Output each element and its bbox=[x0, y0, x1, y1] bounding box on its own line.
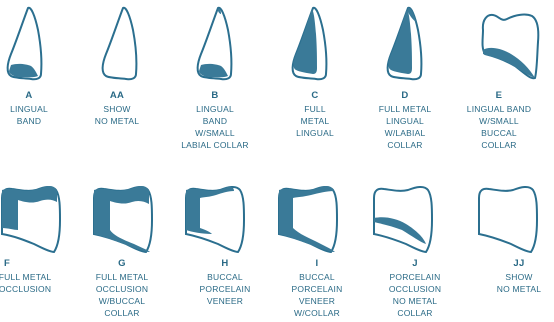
tooth-g-illustration bbox=[90, 180, 160, 260]
option-aa-line-2: NO METAL bbox=[62, 115, 172, 127]
option-jj-description: SHOW NO METAL bbox=[464, 271, 554, 295]
option-j-line-1: PORCELAIN bbox=[360, 271, 470, 283]
option-g-line-4: COLLAR bbox=[67, 307, 177, 319]
option-b-description: LINGUAL BAND W/SMALL LABIAL COLLAR bbox=[160, 103, 270, 151]
option-g-code: G bbox=[67, 258, 177, 269]
option-j-line-3: NO METAL bbox=[360, 295, 470, 307]
tooth-f-illustration bbox=[0, 180, 70, 260]
tooth-i-illustration bbox=[275, 180, 345, 260]
option-g-line-1: FULL METAL bbox=[67, 271, 177, 283]
option-j-line-2: OCCLUSION bbox=[360, 283, 470, 295]
option-e-code: E bbox=[444, 90, 554, 101]
option-j-code: J bbox=[360, 258, 470, 269]
option-jj-line-1: SHOW bbox=[464, 271, 554, 283]
option-b-line-2: BAND bbox=[160, 115, 270, 127]
option-i-line-2: PORCELAIN bbox=[262, 283, 372, 295]
option-i-line-4: W/COLLAR bbox=[262, 307, 372, 319]
tooth-d-illustration bbox=[380, 2, 440, 86]
option-b-code: B bbox=[160, 90, 270, 101]
option-i-line-3: VENEER bbox=[262, 295, 372, 307]
tooth-h-illustration bbox=[182, 180, 252, 260]
tooth-a-illustration bbox=[0, 2, 60, 86]
option-e-description: LINGUAL BAND W/SMALL BUCCAL COLLAR bbox=[444, 103, 554, 151]
option-b-line-1: LINGUAL bbox=[160, 103, 270, 115]
option-j-description: PORCELAIN OCCLUSION NO METAL COLLAR bbox=[360, 271, 470, 319]
option-f-code: F bbox=[0, 258, 62, 269]
option-i-line-1: BUCCAL bbox=[262, 271, 372, 283]
option-g-line-2: OCCLUSION bbox=[67, 283, 177, 295]
option-jj-line-2: NO METAL bbox=[464, 283, 554, 295]
option-g-description: FULL METAL OCCLUSION W/BUCCAL COLLAR bbox=[67, 271, 177, 319]
option-i-description: BUCCAL PORCELAIN VENEER W/COLLAR bbox=[262, 271, 372, 319]
option-b-line-3: W/SMALL bbox=[160, 127, 270, 139]
option-aa-line-1: SHOW bbox=[62, 103, 172, 115]
option-e-line-3: BUCCAL bbox=[444, 127, 554, 139]
option-jj-code: JJ bbox=[464, 258, 554, 269]
option-b-line-4: LABIAL COLLAR bbox=[160, 139, 270, 151]
option-aa-description: SHOW NO METAL bbox=[62, 103, 172, 127]
option-g-line-3: W/BUCCAL bbox=[67, 295, 177, 307]
option-j-line-4: COLLAR bbox=[360, 307, 470, 319]
tooth-j-illustration bbox=[370, 180, 440, 260]
option-aa-code: AA bbox=[62, 90, 172, 101]
tooth-aa-illustration bbox=[95, 2, 155, 86]
tooth-jj-illustration bbox=[475, 180, 545, 260]
option-i-code: I bbox=[262, 258, 372, 269]
option-e-line-4: COLLAR bbox=[444, 139, 554, 151]
tooth-b-illustration bbox=[190, 2, 250, 86]
tooth-c-illustration bbox=[285, 2, 345, 86]
option-e-line-2: W/SMALL bbox=[444, 115, 554, 127]
tooth-e-illustration bbox=[475, 2, 545, 86]
option-e-line-1: LINGUAL BAND bbox=[444, 103, 554, 115]
